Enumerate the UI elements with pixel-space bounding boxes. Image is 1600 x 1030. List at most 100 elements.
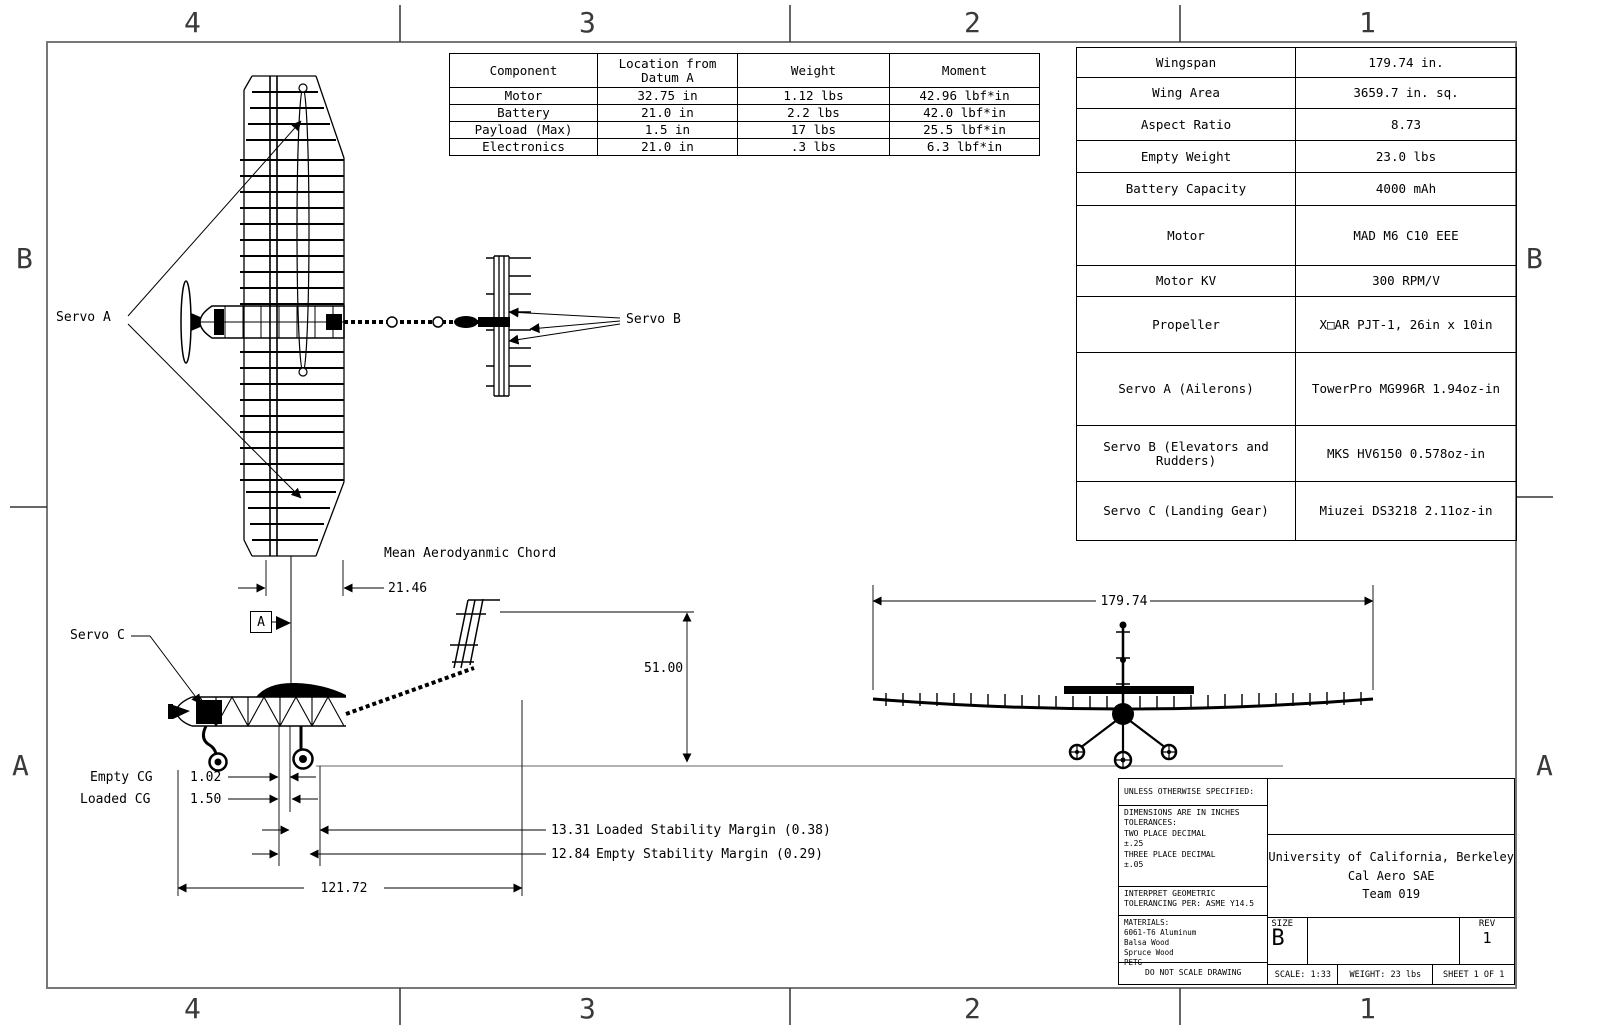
scale-row: SCALE: 1:33 WEIGHT: 23 lbs SHEET 1 OF 1 [1268,965,1514,984]
size-value: B [1271,926,1285,951]
table-row: Payload (Max) 1.5 in 17 lbs 25.5 lbf*in [449,121,1040,139]
org-line: Team 019 [1362,887,1421,902]
title-block-main: University of California, Berkeley Cal A… [1268,779,1514,984]
spec-value: 179.74 in. [1295,47,1517,78]
note-line: ±.25 [1124,839,1144,849]
datum-a-box: A [250,611,272,633]
cell: Battery [449,104,598,122]
zone-top-3: 3 [579,6,596,39]
zone-top-1: 1 [1359,6,1376,39]
note-line: TWO PLACE DECIMAL [1124,828,1206,838]
cell: 21.0 in [597,104,738,122]
interpret-note: INTERPRET GEOMETRIC TOLERANCING PER: ASM… [1119,887,1268,917]
zone-right-b: B [1526,242,1543,275]
drawing-title: University of California, Berkeley Cal A… [1268,835,1514,918]
cell: 17 lbs [737,121,890,139]
table-row: Servo A (Ailerons)TowerPro MG996R 1.94oz… [1076,352,1517,426]
spec-label: Wingspan [1076,47,1296,78]
cell: Electronics [449,138,598,156]
cell: 2.2 lbs [737,104,890,122]
zone-bottom-1: 1 [1359,992,1376,1025]
loaded-margin-value: 13.31 [551,823,591,838]
loaded-cg-label: Loaded CG [80,792,151,807]
mac-value: 21.46 [388,581,428,596]
dwg-no-cell [1308,918,1460,964]
unless-otherwise-note: UNLESS OTHERWISE SPECIFIED: [1119,779,1268,806]
size-cell: SIZE B [1268,918,1309,964]
header-location: Location from Datum A [597,53,738,88]
length-dimension [177,700,523,896]
spec-label: Servo B (Elevators and Rudders) [1076,425,1296,482]
size-rev-row: SIZE B REV 1 [1268,918,1514,965]
spec-label: Empty Weight [1076,140,1296,173]
spec-label: Motor [1076,205,1296,266]
org-line: Cal Aero SAE [1347,868,1435,883]
datum-a-flag [272,556,292,683]
cell: 42.0 lbf*in [889,104,1040,122]
note-line: TOLERANCING PER: ASME Y14.5 [1124,899,1255,909]
table-row: Electronics 21.0 in .3 lbs 6.3 lbf*in [449,138,1040,156]
cell: 1.12 lbs [737,87,890,105]
table-row: Servo C (Landing Gear)Miuzei DS3218 2.11… [1076,481,1517,541]
empty-cg-value: 1.02 [190,770,222,785]
note-line: THREE PLACE DECIMAL [1124,849,1216,859]
servo-b-label: Servo B [626,312,681,327]
note-line: Balsa Wood [1124,938,1170,948]
spec-label: Wing Area [1076,77,1296,109]
zone-top-2: 2 [964,6,981,39]
cell: 1.5 in [597,121,738,139]
title-block-empty-cell [1268,779,1514,835]
cell: 21.0 in [597,138,738,156]
materials-note: MATERIALS: 6061-T6 Aluminum Balsa Wood S… [1119,916,1268,967]
note-line: 6061-T6 Aluminum [1124,928,1197,938]
spec-label: Propeller [1076,296,1296,353]
spec-value: TowerPro MG996R 1.94oz-in [1295,352,1517,426]
zone-right-a: A [1536,749,1553,782]
note-line: PETG [1124,957,1143,967]
org-line: University of California, Berkeley [1268,850,1514,865]
servo-c-leader [131,635,202,705]
table-row: Servo B (Elevators and Rudders)MKS HV615… [1076,425,1517,482]
zone-left-a: A [12,749,29,782]
spec-value: 4000 mAh [1295,172,1517,206]
header-location-line1: Location from [618,55,717,71]
component-table: Component Location from Datum A Weight M… [449,53,1040,156]
wingspan-dim-value: 179.74 [1100,594,1148,609]
spec-label: Battery Capacity [1076,172,1296,206]
zone-bottom-4: 4 [184,992,201,1025]
note-line: Spruce Wood [1124,947,1174,957]
wingspan-dimension [872,585,1374,690]
empty-cg-label: Empty CG [90,770,153,785]
mac-label: Mean Aerodyanmic Chord [384,546,557,561]
spec-label: Servo C (Landing Gear) [1076,481,1296,541]
spec-value: 8.73 [1295,108,1517,141]
zone-left-b: B [16,242,33,275]
sheet-cell: SHEET 1 OF 1 [1442,969,1505,980]
rev-caption: REV [1478,919,1496,929]
title-block-notes: UNLESS OTHERWISE SPECIFIED: DIMENSIONS A… [1119,779,1269,984]
header-moment: Moment [889,53,1040,88]
cell: .3 lbs [737,138,890,156]
spec-label: Motor KV [1076,265,1296,297]
servo-a-leaders [127,120,302,499]
empty-margin-label: Empty Stability Margin (0.29) [596,847,823,862]
cell: Motor [449,87,598,105]
servo-c-label: Servo C [70,628,125,643]
mac-dimension [238,560,384,596]
table-row: Motor 32.75 in 1.12 lbs 42.96 lbf*in [449,87,1040,105]
spec-value: 3659.7 in. sq. [1295,77,1517,109]
servo-b-leaders [508,307,621,345]
datum-a-letter: A [257,614,265,630]
cell: 42.96 lbf*in [889,87,1040,105]
table-header-row: Component Location from Datum A Weight M… [449,53,1040,88]
tail-height-dimension [500,611,694,763]
zone-bottom-3: 3 [579,992,596,1025]
loaded-margin-label: Loaded Stability Margin (0.38) [596,823,831,838]
